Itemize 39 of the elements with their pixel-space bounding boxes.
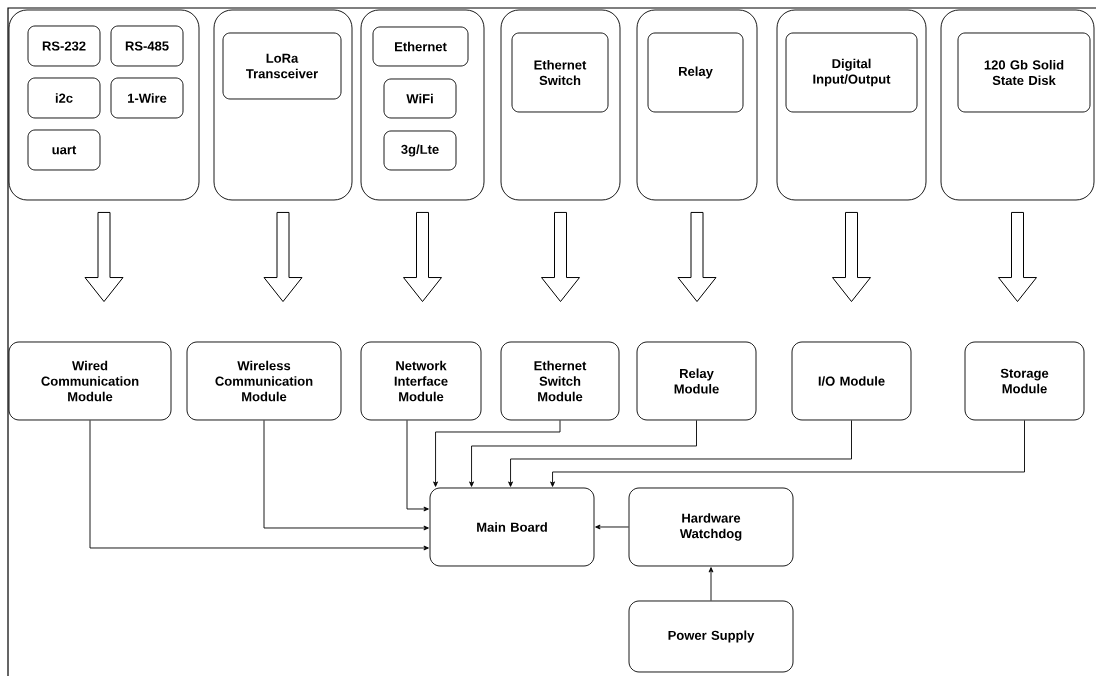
interface-box: 3g/Lte	[383, 130, 457, 171]
module-box: Network Interface Module	[360, 341, 482, 421]
interface-box: LoRa Transceiver	[222, 32, 342, 100]
block-arrow	[677, 211, 717, 303]
connector-arrow	[406, 420, 429, 512]
module-box: Main Board	[429, 487, 595, 567]
module-box: Hardware Watchdog	[628, 487, 794, 567]
interface-box: Ethernet Switch	[511, 32, 609, 113]
block-arrow	[832, 211, 871, 303]
connector-arrow	[263, 420, 429, 531]
interface-box: 120 Gb Solid State Disk	[957, 32, 1091, 113]
connector-arrow	[595, 524, 629, 530]
interface-box: 1-Wire	[110, 77, 184, 119]
module-box: I/O Module	[791, 341, 912, 421]
module-box: Wireless Communication Module	[186, 341, 342, 421]
block-arrow	[541, 211, 580, 303]
module-box: Power Supply	[628, 600, 794, 673]
module-box: Wired Communication Module	[8, 341, 172, 421]
connector-arrow	[708, 567, 714, 601]
block-arrow	[998, 211, 1037, 303]
interface-box: uart	[27, 129, 101, 171]
module-box: Ethernet Switch Module	[500, 341, 620, 421]
interface-box: Relay	[647, 32, 744, 113]
block-arrow	[263, 211, 303, 303]
connector-arrow	[469, 420, 697, 487]
interface-box: Digital Input/Output	[785, 32, 918, 113]
connector-arrow	[433, 420, 561, 487]
interface-box: WiFi	[383, 78, 457, 119]
module-box: Relay Module	[636, 341, 757, 421]
interface-box: Ethernet	[372, 26, 469, 67]
block-arrow	[84, 211, 124, 303]
module-box: Storage Module	[964, 341, 1085, 421]
connector-arrow	[550, 420, 1025, 487]
connector-arrow	[89, 420, 429, 551]
interface-box: RS-485	[110, 25, 184, 67]
interface-box: RS-232	[27, 25, 101, 67]
block-arrow	[403, 211, 442, 303]
interface-box: i2c	[27, 77, 101, 119]
connector-arrow	[508, 420, 852, 487]
